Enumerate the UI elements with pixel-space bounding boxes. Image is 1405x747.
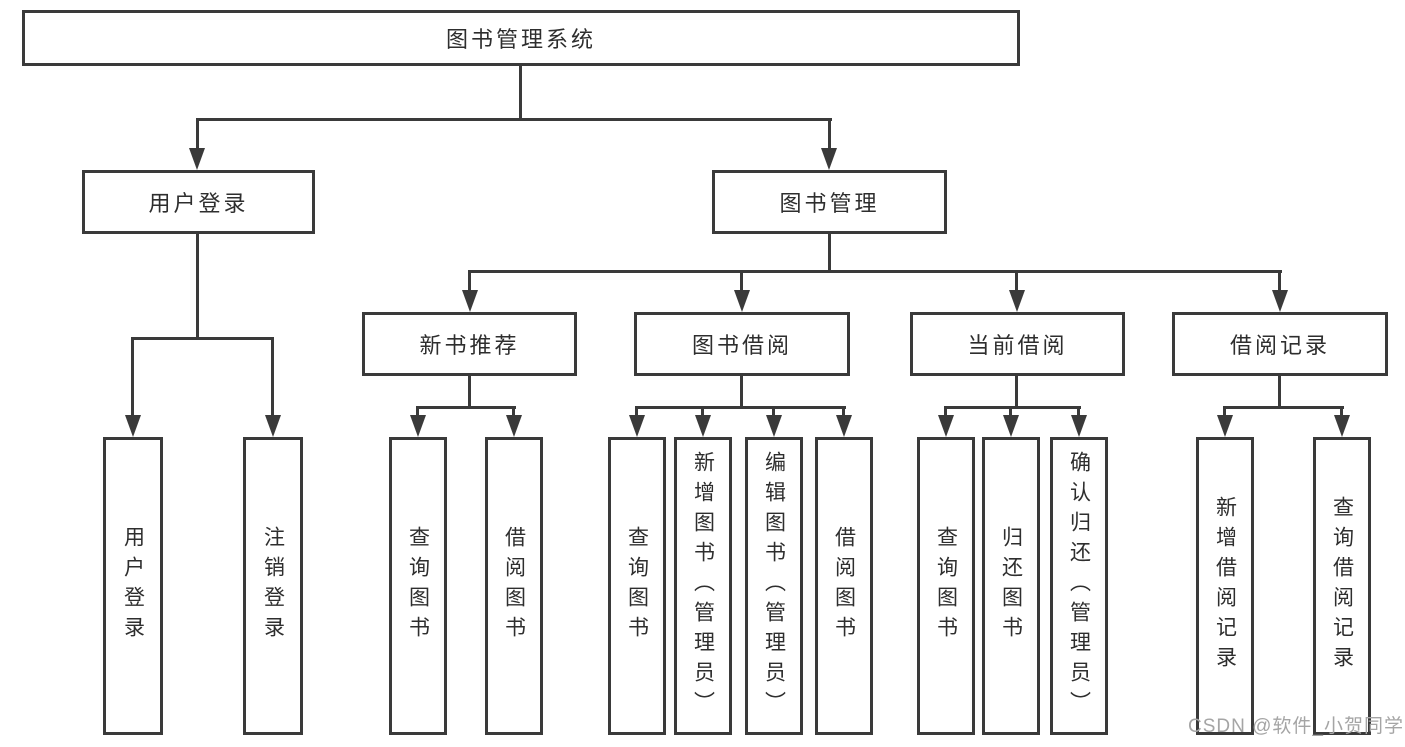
node-leaf-logout: 注销登录: [243, 437, 303, 735]
node-leaf-borrow-books: 借阅图书: [485, 437, 543, 735]
node-leaf-add-borrow-record: 新增借阅记录: [1196, 437, 1254, 735]
connector-line: [196, 118, 199, 150]
connector-line: [512, 406, 515, 417]
arrow-down-icon: [462, 290, 478, 312]
arrow-down-icon: [695, 415, 711, 437]
node-label: 查询图书: [625, 526, 649, 646]
arrow-down-icon: [1003, 415, 1019, 437]
connector-line: [828, 232, 831, 273]
node-label: 新增图书（管理员）: [691, 451, 715, 721]
node-label: 查询借阅记录: [1330, 496, 1354, 676]
node-label: 查询图书: [406, 526, 430, 646]
node-leaf-return-books: 归还图书: [982, 437, 1040, 735]
arrow-down-icon: [734, 290, 750, 312]
node-library-management-system: 图书管理系统: [22, 10, 1020, 66]
connector-line: [1015, 374, 1018, 409]
connector-line: [944, 406, 1081, 409]
connector-line: [271, 337, 274, 417]
arrow-down-icon: [938, 415, 954, 437]
node-borrow-records: 借阅记录: [1172, 312, 1388, 376]
node-label: 确认归还（管理员）: [1067, 451, 1091, 721]
arrow-down-icon: [1071, 415, 1087, 437]
connector-line: [772, 406, 775, 417]
connector-line: [519, 64, 522, 120]
node-leaf-query-books-3: 查询图书: [917, 437, 975, 735]
arrow-down-icon: [1272, 290, 1288, 312]
connector-line: [828, 118, 831, 150]
node-leaf-query-books-2: 查询图书: [608, 437, 666, 735]
node-current-borrow: 当前借阅: [910, 312, 1125, 376]
arrow-down-icon: [766, 415, 782, 437]
node-book-borrow: 图书借阅: [634, 312, 850, 376]
arrow-down-icon: [836, 415, 852, 437]
connector-line: [1278, 374, 1281, 409]
connector-line: [468, 270, 471, 292]
connector-line: [1077, 406, 1080, 417]
arrow-down-icon: [506, 415, 522, 437]
node-leaf-borrow-books-2: 借阅图书: [815, 437, 873, 735]
node-label: 查询图书: [934, 526, 958, 646]
connector-line: [1340, 406, 1343, 417]
connector-line: [416, 406, 419, 417]
arrow-down-icon: [1334, 415, 1350, 437]
connector-line: [842, 406, 845, 417]
connector-line: [416, 406, 516, 409]
node-leaf-add-books-admin: 新增图书（管理员）: [674, 437, 732, 735]
connector-line: [1015, 270, 1018, 292]
node-leaf-confirm-return-admin: 确认归还（管理员）: [1050, 437, 1108, 735]
arrow-down-icon: [189, 148, 205, 170]
node-leaf-query-books: 查询图书: [389, 437, 447, 735]
node-label: 借阅图书: [502, 526, 526, 646]
arrow-down-icon: [1217, 415, 1233, 437]
watermark: CSDN @软件_小贺同学: [1188, 716, 1404, 737]
connector-line: [1278, 270, 1281, 292]
node-leaf-query-borrow-record: 查询借阅记录: [1313, 437, 1371, 735]
connector-line: [196, 118, 832, 121]
connector-line: [196, 232, 199, 340]
connector-line: [1223, 406, 1344, 409]
node-user-login: 用户登录: [82, 170, 315, 234]
connector-line: [740, 374, 743, 409]
connector-line: [635, 406, 638, 417]
node-label: 新增借阅记录: [1213, 496, 1237, 676]
node-label: 归还图书: [999, 526, 1023, 646]
connector-line: [468, 270, 1282, 273]
connector-line: [468, 374, 471, 409]
connector-line: [740, 270, 743, 292]
arrow-down-icon: [265, 415, 281, 437]
node-label: 注销登录: [261, 526, 285, 646]
node-new-book-recommend: 新书推荐: [362, 312, 577, 376]
arrow-down-icon: [821, 148, 837, 170]
connector-line: [701, 406, 704, 417]
node-leaf-user-login: 用户登录: [103, 437, 163, 735]
arrow-down-icon: [125, 415, 141, 437]
connector-line: [131, 337, 134, 417]
connector-line: [1223, 406, 1226, 417]
node-label: 编辑图书（管理员）: [762, 451, 786, 721]
arrow-down-icon: [629, 415, 645, 437]
node-label: 用户登录: [121, 526, 145, 646]
arrow-down-icon: [1009, 290, 1025, 312]
connector-line: [1009, 406, 1012, 417]
arrow-down-icon: [410, 415, 426, 437]
node-book-management: 图书管理: [712, 170, 947, 234]
node-leaf-edit-books-admin: 编辑图书（管理员）: [745, 437, 803, 735]
connector-line: [131, 337, 274, 340]
node-label: 借阅图书: [832, 526, 856, 646]
connector-line: [944, 406, 947, 417]
connector-line: [635, 406, 846, 409]
